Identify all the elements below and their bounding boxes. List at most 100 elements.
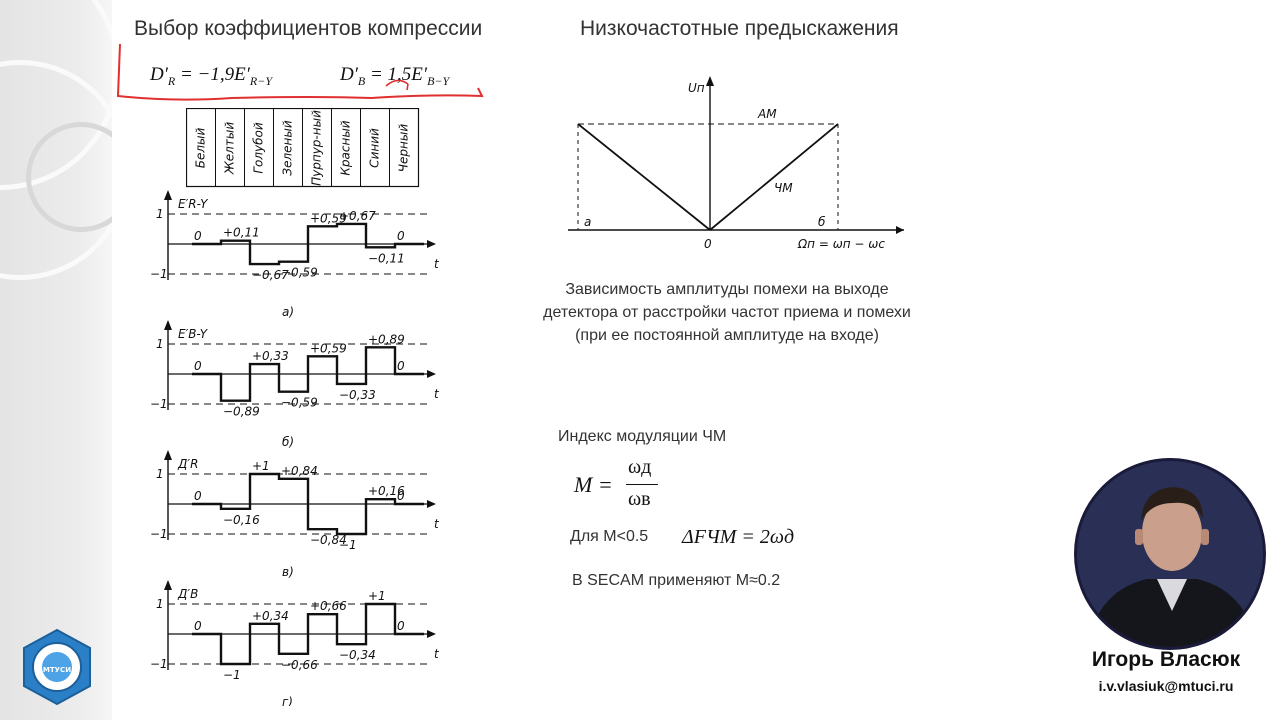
- color-cell-label: Желтый: [223, 122, 237, 175]
- fm-line-left: [577, 123, 711, 231]
- color-cell-label: Белый: [194, 128, 208, 169]
- formula-db-lhs: D′: [340, 64, 358, 85]
- fm-bandwidth-formula: ΔFЧМ = 2ωд: [682, 526, 795, 548]
- wave-x-arrow: [427, 370, 436, 378]
- sidebar-decoration: МТУСИ: [0, 0, 112, 720]
- graph-y-arrow: [706, 76, 714, 86]
- color-cell-label: Черный: [397, 124, 411, 173]
- wave-tick-minus-one: −1: [150, 397, 168, 411]
- wave-y-arrow: [164, 450, 172, 460]
- fm-index-heading: Индекс модуляции ЧМ: [558, 428, 727, 445]
- wave-x-arrow: [427, 630, 436, 638]
- decor-ring-3: [26, 122, 112, 232]
- wave-value-label: −0,67: [252, 268, 289, 282]
- formula-db-rhs: = 1,5E′: [365, 64, 428, 85]
- formula-db-rhs-sub: B−Y: [427, 73, 450, 88]
- wave-value-label: −0,59: [281, 266, 318, 280]
- color-cell-label: Голубой: [252, 122, 266, 174]
- fm-formula-numerator: ωд: [628, 456, 652, 478]
- wave-value-label: 0: [194, 619, 202, 633]
- graph-x-label: Ωп = ωп − ωс: [797, 237, 885, 251]
- formula-db-lhs-sub: B: [357, 73, 366, 88]
- formula-dr-rhs-sub: R−Y: [249, 73, 272, 88]
- wave-signal: [192, 346, 424, 402]
- formula-dr: D′R = −1,9E′R−Y: [150, 64, 272, 89]
- wave-t-label: t: [434, 517, 440, 531]
- wave-value-label: −0,34: [339, 648, 376, 662]
- wave-value-label: +0,67: [339, 209, 376, 223]
- slide-title-left: Выбор коэффициентов компрессии: [134, 17, 483, 40]
- wave-value-label: −0,84: [310, 533, 347, 547]
- wave-value-label: +0,84: [281, 464, 318, 478]
- slide-title-right: Низкочастотные предыскажения: [580, 17, 899, 40]
- color-cell-label: Красный: [339, 120, 353, 175]
- wave-value-label: −0,59: [281, 396, 318, 410]
- wave-value-label: 0: [194, 489, 202, 503]
- wave-value-label: 0: [397, 619, 405, 633]
- wave-signal: [192, 602, 424, 666]
- waveform-3: 1−1tД′Bг)0−1+0,34−0,66+0,66−0,34+10: [150, 580, 440, 706]
- wave-value-label: 0: [194, 229, 202, 243]
- wave-value-label: 0: [397, 359, 405, 373]
- formula-dr-rhs: = −1,9E′: [175, 64, 250, 85]
- graph-origin-label: 0: [704, 237, 712, 251]
- wave-value-label: +0,16: [368, 484, 405, 498]
- formula-dr-lhs: D′: [150, 64, 168, 85]
- red-annotation: [116, 43, 484, 101]
- wave-y-arrow: [164, 580, 172, 590]
- wave-value-label: +0,11: [223, 226, 260, 240]
- university-logo: МТУСИ: [23, 628, 91, 706]
- wave-signal: [192, 222, 424, 266]
- wave-value-label: −0,66: [281, 658, 318, 672]
- wave-value-label: +0,66: [310, 599, 347, 613]
- waveform-figures: 1−1tE′R-Yа)0+0,11−0,67−0,59+0,59+0,67−0,…: [150, 190, 440, 706]
- color-cell-label: Пурпур-ный: [310, 110, 324, 186]
- wave-value-label: −0,89: [223, 405, 260, 419]
- wave-value-label: 0: [397, 489, 405, 503]
- interference-graph: Uп АМ ЧМ а б 0 Ωп = ωп − ωс: [568, 76, 904, 251]
- color-table: Белый Желтый Голубой Зеленый Пурпур-ный Красн…: [186, 108, 420, 188]
- wave-x-arrow: [427, 240, 436, 248]
- graph-caption: Зависимость амплитуды помехи на выходе д…: [543, 281, 911, 344]
- fm-line-right: [709, 123, 839, 231]
- wave-caption: г): [282, 695, 293, 706]
- presenter-email: i.v.vlasiuk@mtuci.ru: [1098, 678, 1234, 694]
- wave-value-label: −0,33: [339, 388, 376, 402]
- logo-text: МТУСИ: [43, 666, 71, 674]
- wave-axis-label: Д′B: [177, 587, 198, 601]
- wave-value-label: +0,34: [252, 609, 289, 623]
- presenter-video: [1074, 458, 1266, 650]
- wave-tick-one: 1: [156, 597, 164, 611]
- wave-caption: б): [282, 435, 294, 449]
- wave-value-label: −0,11: [368, 251, 405, 265]
- graph-fm-label: ЧМ: [774, 181, 793, 195]
- graph-b-label: б: [818, 215, 826, 229]
- formula-db: D′B = 1,5E′B−Y: [340, 64, 449, 89]
- wave-caption: в): [282, 565, 294, 579]
- wave-tick-one: 1: [156, 467, 164, 481]
- wave-value-label: +0,89: [368, 332, 405, 346]
- wave-value-label: +1: [252, 459, 270, 473]
- wave-tick-minus-one: −1: [150, 527, 168, 541]
- color-cell-label: Зеленый: [281, 120, 295, 175]
- wave-value-label: 0: [194, 359, 202, 373]
- wave-caption: а): [282, 305, 294, 319]
- fm-formula-denominator: ωв: [628, 488, 651, 510]
- wave-value-label: −1: [223, 668, 241, 682]
- wave-tick-one: 1: [156, 337, 164, 351]
- waveform-0: 1−1tE′R-Yа)0+0,11−0,67−0,59+0,59+0,67−0,…: [150, 190, 440, 319]
- fm-condition: Для М<0.5: [570, 528, 649, 545]
- formula-dr-lhs-sub: R: [167, 73, 176, 88]
- wave-y-arrow: [164, 320, 172, 330]
- wave-t-label: t: [434, 387, 440, 401]
- graph-y-label: Uп: [688, 81, 705, 95]
- graph-am-label: АМ: [757, 107, 777, 121]
- wave-value-label: +0,33: [252, 349, 289, 363]
- waveform-2: 1−1tД′Rв)0−0,16+1+0,84−0,84−1+0,160: [150, 450, 440, 579]
- wave-value-label: +0,59: [310, 341, 347, 355]
- presenter-name: Игорь Власюк: [1091, 648, 1241, 671]
- wave-t-label: t: [434, 257, 440, 271]
- wave-value-label: −0,16: [223, 513, 260, 527]
- wave-tick-minus-one: −1: [150, 267, 168, 281]
- fm-fraction-bar: [626, 484, 658, 485]
